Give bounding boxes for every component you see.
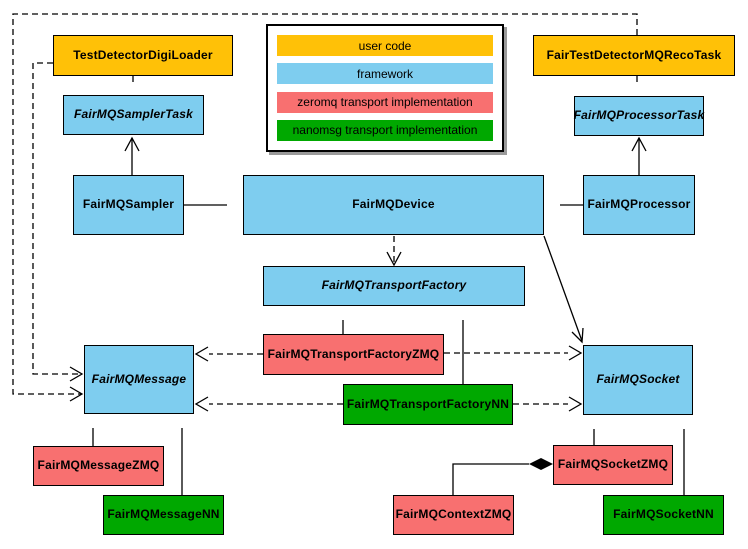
node-fairmqmessagenn: FairMQMessageNN [103,495,224,535]
edge-factoryzmq-to-transportfactory [336,307,350,334]
edge-contextzmq-to-socketzmq [452,458,553,495]
edge-messagezmq-to-message [86,415,100,446]
edge-factoryzmq-to-socket [444,345,583,361]
edge-factorynn-to-message [194,396,343,412]
edge-messagenn-to-message [175,415,189,495]
edge-processor-to-device [545,198,583,212]
node-fairmqdevice: FairMQDevice [243,175,544,235]
node-fairmqmessage: FairMQMessage [84,345,194,414]
node-fairmqsampler: FairMQSampler [73,175,184,235]
node-fairtestdetectormqrecotask: FairTestDetectorMQRecoTask [533,35,735,76]
edge-factoryzmq-to-message [194,346,263,362]
node-fairmqsamplertask: FairMQSamplerTask [63,95,204,135]
legend-item-nanomsg: nanomsg transport implementation [277,119,493,141]
edge-digiloader-to-samplertask [126,76,140,94]
node-fairmqtransportfactory: FairMQTransportFactory [263,266,525,306]
node-fairmqprocessor: FairMQProcessor [583,175,695,235]
edge-socketzmq-to-socket [587,416,601,445]
edge-socketnn-to-socket [677,416,691,495]
edge-recotask-to-processortask [630,76,644,94]
node-fairmqsocketzmq: FairMQSocketZMQ [553,445,673,485]
edge-processor-to-processortask [631,136,647,175]
edge-device-to-transportfactory [386,236,402,267]
legend-item-framework: framework [277,63,493,85]
node-fairmqtransportfactoryzmq: FairMQTransportFactoryZMQ [263,334,444,375]
node-fairmqtransportfactorynn: FairMQTransportFactoryNN [343,384,513,425]
edge-sampler-to-samplertask [124,136,140,175]
node-fairmqcontextzmq: FairMQContextZMQ [393,495,514,535]
edge-device-to-socket [543,235,584,344]
node-fairmqprocessortask: FairMQProcessorTask [574,96,704,136]
node-fairmqsocket: FairMQSocket [583,345,693,415]
edge-factorynn-to-socket [513,396,583,412]
legend-item-user-code: user code [277,35,493,56]
node-fairmqmessagezmq: FairMQMessageZMQ [33,446,164,486]
node-fairmqsocketnn: FairMQSocketNN [603,495,724,535]
legend-item-zeromq: zeromq transport implementation [277,91,493,113]
edge-factorynn-to-transportfactory [456,307,470,384]
legend: user code framework zeromq transport imp… [266,24,504,152]
node-testdetectordigiloader: TestDetectorDigiLoader [53,35,233,76]
edge-sampler-to-device [184,198,242,212]
